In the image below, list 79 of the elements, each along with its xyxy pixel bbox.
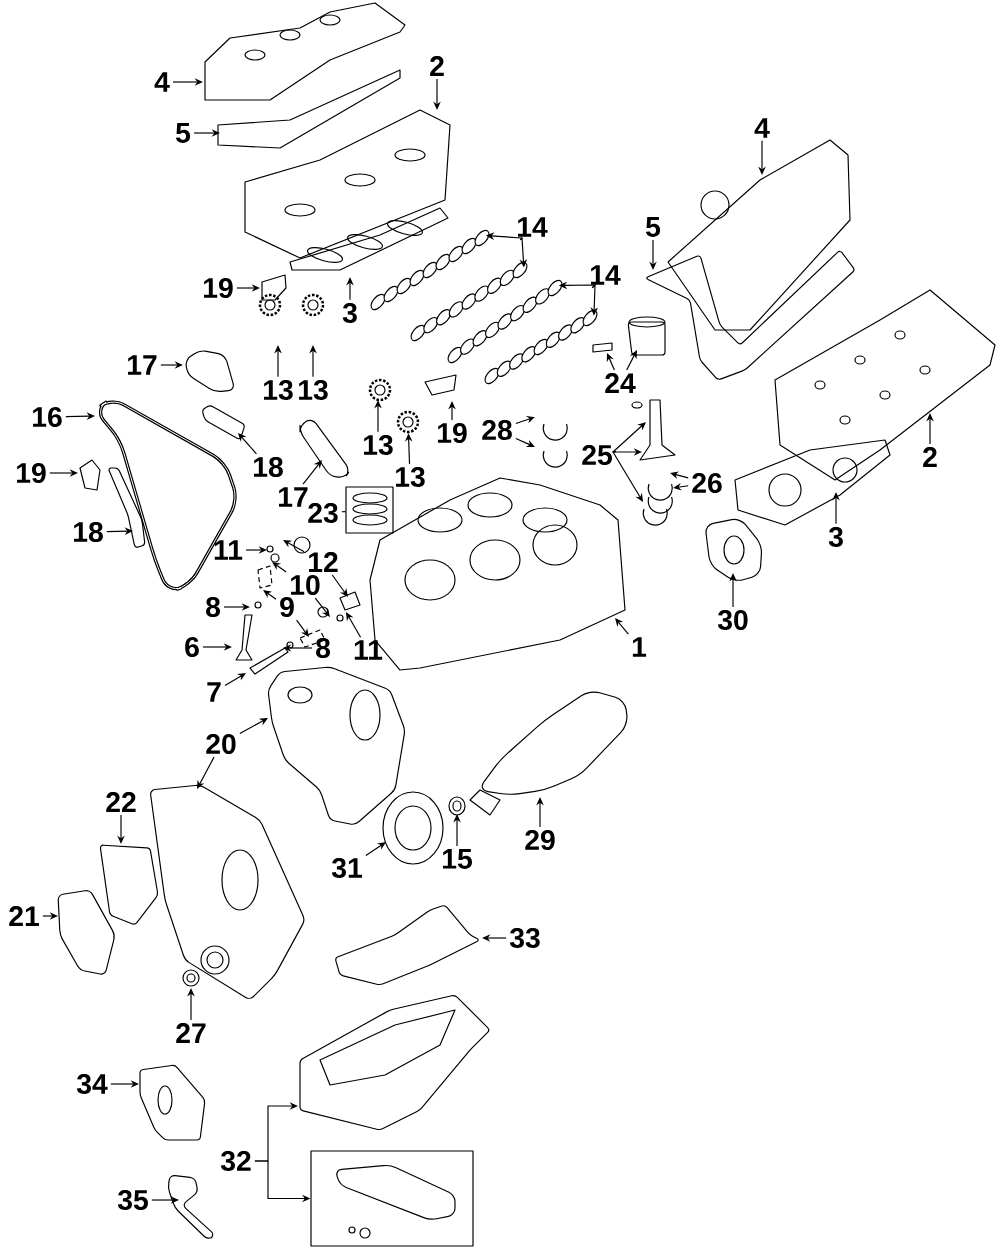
leader-line bbox=[302, 460, 322, 485]
callout-number: 27 bbox=[176, 1023, 206, 1043]
leader-line bbox=[238, 433, 258, 455]
callout-number: 29 bbox=[525, 830, 555, 851]
callout-number: 11 bbox=[354, 640, 383, 660]
callout-number: 17 bbox=[128, 355, 157, 375]
leader-line bbox=[263, 590, 277, 600]
callout-number: 23 bbox=[308, 502, 338, 524]
leader-line bbox=[314, 597, 330, 617]
leader-line bbox=[365, 842, 386, 857]
callout-number: 14 bbox=[591, 265, 621, 285]
leader-line bbox=[612, 450, 643, 502]
callout-number: 25 bbox=[582, 444, 612, 466]
callout-number: 5 bbox=[646, 217, 661, 237]
callout-number: 13 bbox=[299, 379, 328, 401]
callout-number: 19 bbox=[204, 277, 233, 299]
leader-line bbox=[283, 540, 305, 553]
callout-number: 2 bbox=[923, 447, 937, 467]
leader-line bbox=[341, 510, 346, 513]
callout-number: 8 bbox=[316, 638, 330, 659]
callout-number: 35 bbox=[117, 1189, 148, 1211]
callout-number: 7 bbox=[207, 682, 221, 702]
callout-number: 8 bbox=[206, 596, 220, 618]
leader-line bbox=[331, 574, 348, 597]
callout-number: 13 bbox=[364, 434, 393, 456]
callout-number: 19 bbox=[17, 462, 46, 484]
callout-number: 30 bbox=[717, 609, 748, 631]
callout-number: 11 bbox=[214, 540, 243, 560]
leader-line bbox=[626, 350, 637, 371]
callout-number: 3 bbox=[342, 302, 357, 324]
callout-number: 34 bbox=[76, 1073, 108, 1095]
camshaft-drawing bbox=[484, 309, 598, 385]
leader-line bbox=[65, 412, 95, 420]
leader-line bbox=[615, 618, 629, 635]
callout-number: 5 bbox=[176, 123, 191, 143]
callout-number: 14 bbox=[518, 217, 548, 237]
leader-line bbox=[670, 471, 689, 479]
leader-line bbox=[515, 437, 535, 448]
callout-number: 10 bbox=[291, 574, 320, 596]
callout-number: 20 bbox=[206, 734, 236, 755]
leader-line bbox=[612, 422, 646, 453]
callout-number: 13 bbox=[264, 379, 293, 401]
callout-number: 6 bbox=[185, 636, 199, 658]
callout-number: 22 bbox=[106, 792, 136, 812]
callout-number: 3 bbox=[828, 526, 843, 548]
leader-line bbox=[272, 562, 287, 573]
callout-number: 4 bbox=[754, 118, 770, 138]
parts-box bbox=[345, 486, 394, 534]
callout-number: 1 bbox=[632, 637, 647, 657]
callout-number: 26 bbox=[692, 472, 722, 494]
sprocket-drawing bbox=[396, 410, 420, 434]
camshaft-drawing bbox=[447, 279, 563, 364]
callout-number: 28 bbox=[482, 419, 512, 441]
callout-number: 4 bbox=[154, 72, 170, 92]
callout-number: 33 bbox=[509, 927, 540, 949]
leader-line bbox=[197, 756, 215, 789]
callout-number: 13 bbox=[396, 466, 425, 488]
parts-box bbox=[310, 1150, 474, 1247]
leader-line bbox=[296, 619, 309, 637]
camshaft-drawing bbox=[410, 261, 528, 342]
camshaft-drawing bbox=[370, 229, 490, 311]
callout-number: 9 bbox=[280, 596, 294, 618]
leader-line bbox=[239, 718, 268, 735]
leader-line bbox=[515, 416, 535, 425]
callout-number: 19 bbox=[438, 422, 467, 444]
callout-number: 24 bbox=[605, 373, 636, 393]
leader-line bbox=[606, 353, 615, 371]
callout-number: 16 bbox=[33, 406, 62, 428]
callout-number: 32 bbox=[220, 1150, 251, 1172]
callout-number: 21 bbox=[9, 906, 39, 926]
callout-number: 2 bbox=[430, 56, 444, 76]
callout-number: 17 bbox=[279, 487, 308, 507]
leader-line bbox=[346, 612, 362, 638]
callout-number: 31 bbox=[331, 857, 362, 879]
callout-number: 15 bbox=[443, 849, 472, 869]
callout-number: 12 bbox=[309, 552, 338, 572]
leader-line bbox=[224, 673, 246, 687]
callout-number: 18 bbox=[74, 521, 103, 543]
callout-number: 18 bbox=[254, 456, 283, 478]
